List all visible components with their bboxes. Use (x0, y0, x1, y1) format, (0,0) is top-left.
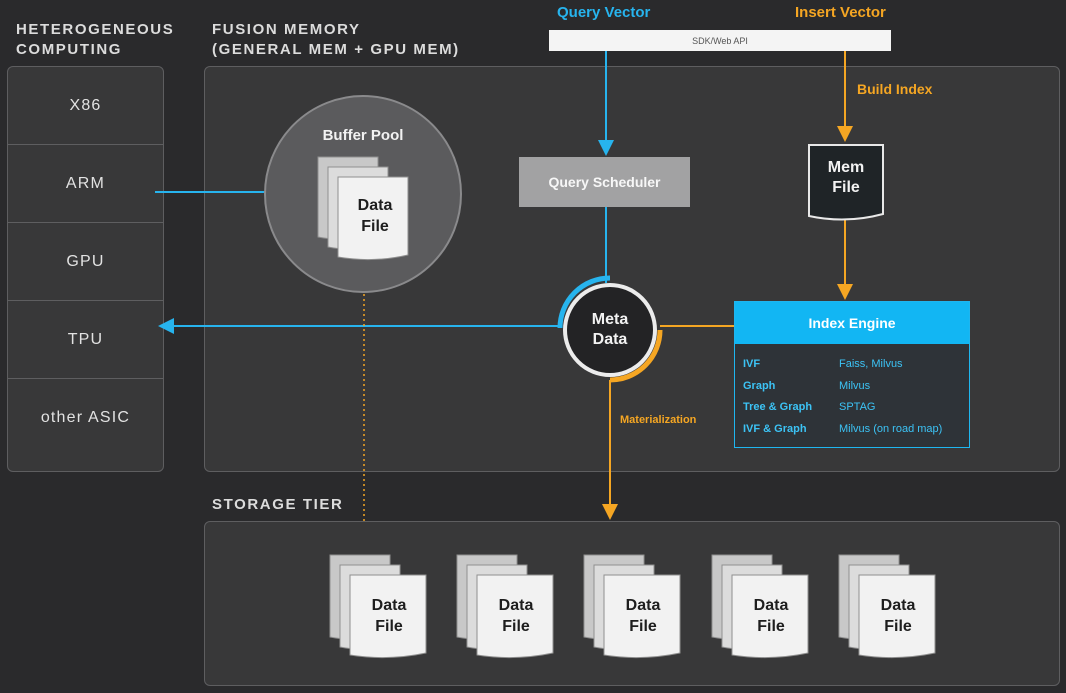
compute-item-arm: ARM (8, 145, 163, 223)
mem-file-label: Mem File (808, 158, 884, 198)
storage-file-label: Data File (736, 595, 806, 637)
storage-file-line2: File (629, 618, 657, 635)
compute-item-gpu: GPU (8, 223, 163, 301)
storage-file-line2: File (884, 618, 912, 635)
meta-data-node: Meta Data (563, 283, 657, 377)
buffer-pool: Buffer Pool Data File (264, 95, 462, 293)
meta-blue-arc (557, 275, 611, 329)
fusion-memory-title: FUSION MEMORY (GENERAL MEM + GPU MEM) (212, 20, 460, 60)
insert-vector-label: Insert Vector (795, 4, 886, 21)
storage-file-line2: File (757, 618, 785, 635)
index-library: Faiss, Milvus (839, 358, 903, 370)
meta-orange-arc (609, 329, 663, 383)
heterogeneous-title-line1: HETEROGENEOUS (16, 21, 175, 38)
build-index-label: Build Index (857, 81, 933, 97)
storage-tier-title: STORAGE TIER (212, 496, 344, 513)
index-engine: Index Engine IVF Faiss, Milvus Graph Mil… (734, 301, 970, 448)
index-library: SPTAG (839, 401, 876, 413)
storage-file-line1: Data (625, 597, 661, 614)
heterogeneous-computing-title: HETEROGENEOUS COMPUTING (16, 20, 174, 60)
storage-file-line1: Data (753, 597, 789, 614)
compute-item-other-asic: other ASIC (40, 409, 131, 426)
query-scheduler[interactable]: Query Scheduler (519, 157, 690, 207)
storage-file-label: Data File (354, 595, 424, 637)
compute-item-tpu: TPU (8, 301, 163, 379)
buffer-file-line2: File (361, 218, 389, 235)
data-file-icon (329, 554, 427, 659)
storage-file-line1: Data (371, 597, 407, 614)
mem-file-icon (808, 144, 884, 221)
meta-line2: Data (592, 331, 628, 348)
fusion-title-line1: FUSION MEMORY (212, 21, 361, 38)
data-file-icon (583, 554, 681, 659)
storage-data-file-4: Data File (710, 553, 810, 668)
storage-data-file-3: Data File (582, 553, 682, 668)
index-library: Milvus (on road map) (839, 423, 943, 435)
mem-file-line2: File (832, 179, 860, 196)
storage-file-label: Data File (863, 595, 933, 637)
heterogeneous-title-line2: COMPUTING (16, 41, 123, 58)
storage-file-line2: File (375, 618, 403, 635)
index-engine-title: Index Engine (735, 302, 969, 344)
index-type: IVF (743, 358, 761, 370)
compute-panel: X86 ARM GPU TPU other ASIC (7, 66, 164, 472)
meta-line1: Meta (591, 311, 629, 328)
data-file-icon (711, 554, 809, 659)
materialization-label: Materialization (620, 414, 697, 426)
compute-item-x86: X86 (8, 67, 163, 145)
storage-data-file-5: Data File (837, 553, 937, 668)
storage-file-label: Data File (481, 595, 551, 637)
buffer-file-line1: Data (357, 197, 393, 214)
storage-data-file-1: Data File (328, 553, 428, 668)
mem-file-line1: Mem (827, 159, 865, 176)
query-vector-label: Query Vector (557, 4, 651, 21)
buffer-data-file-icon (317, 156, 409, 261)
buffer-pool-title: Buffer Pool (322, 127, 404, 144)
storage-file-line1: Data (498, 597, 534, 614)
storage-file-label: Data File (608, 595, 678, 637)
storage-file-line1: Data (880, 597, 916, 614)
storage-file-line2: File (502, 618, 530, 635)
index-type: Graph (743, 380, 776, 392)
data-file-icon (838, 554, 936, 659)
buffer-data-file-label: Data File (340, 195, 410, 237)
fusion-title-line2: (GENERAL MEM + GPU MEM) (212, 41, 460, 58)
storage-data-file-2: Data File (455, 553, 555, 668)
data-file-icon (456, 554, 554, 659)
index-type: Tree & Graph (743, 401, 813, 413)
index-library: Milvus (839, 380, 871, 392)
sdk-api-bar[interactable]: SDK/Web API (549, 30, 891, 51)
index-type: IVF & Graph (743, 423, 807, 435)
